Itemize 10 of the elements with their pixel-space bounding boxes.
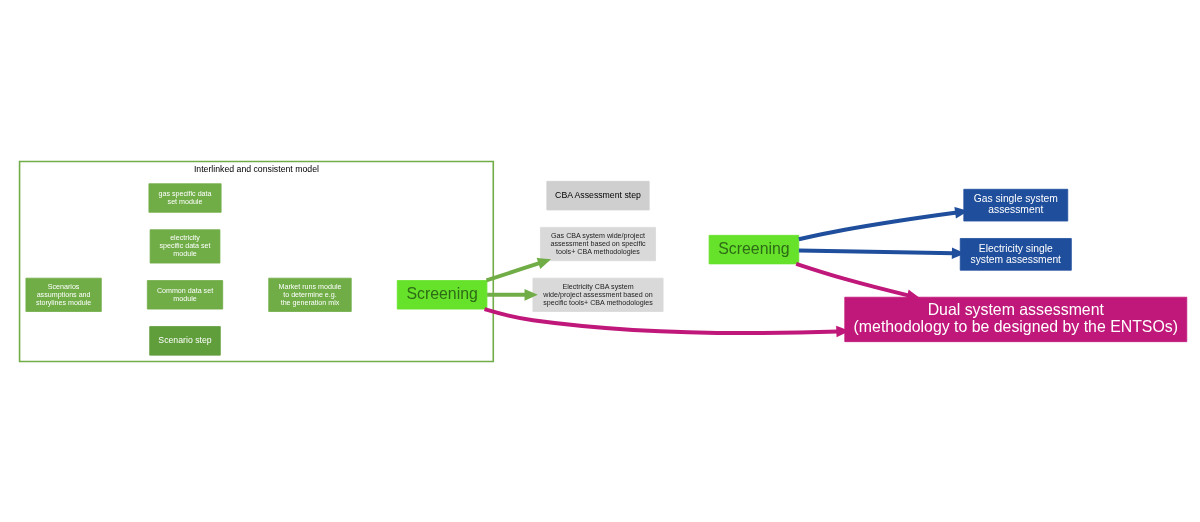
arrow bbox=[487, 288, 538, 301]
arrow bbox=[485, 257, 552, 282]
arrow bbox=[795, 261, 921, 301]
node-box: Dual system assessment (methodology to be designed by the ENTSOs) bbox=[844, 296, 1188, 342]
node-box: Screening bbox=[708, 234, 800, 264]
node-box: Scenario step bbox=[149, 325, 221, 356]
node-box: Screening bbox=[396, 279, 488, 309]
node-box: Gas single system assessment bbox=[963, 188, 1069, 221]
node-box: Electricity single system assessment bbox=[959, 237, 1072, 271]
node-box: CBA Assessment step bbox=[546, 180, 650, 210]
